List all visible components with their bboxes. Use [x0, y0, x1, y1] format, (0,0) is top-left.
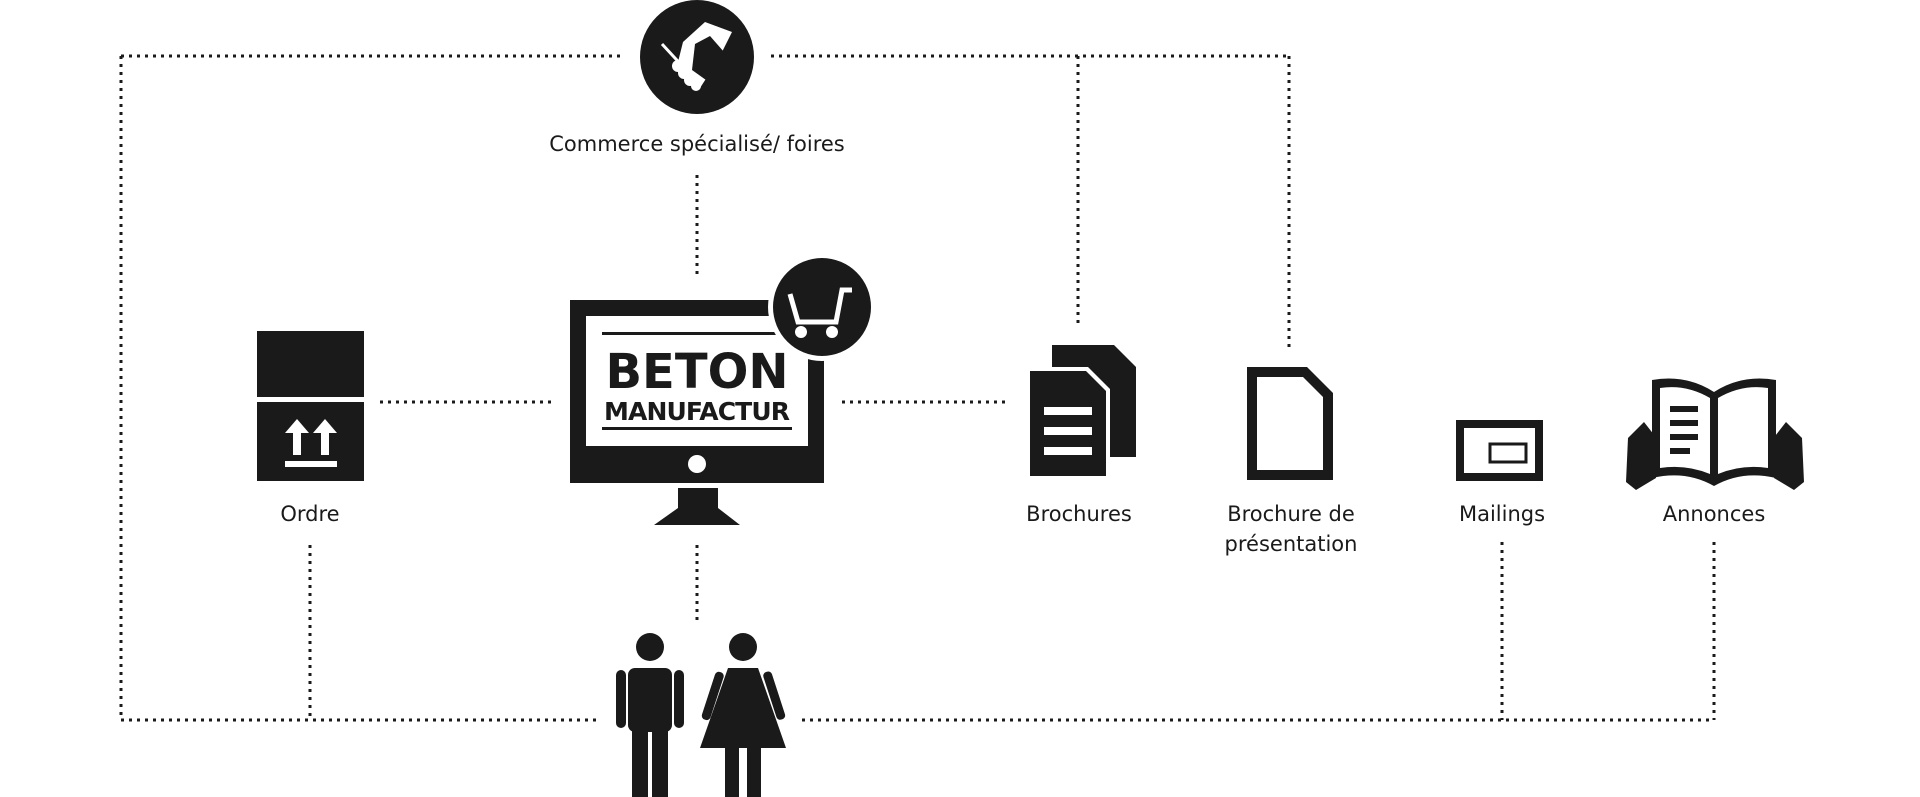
mailings-label: Mailings — [1458, 502, 1546, 526]
logo-text-line2: MANUFACTUR — [604, 397, 790, 426]
ads-label: Annonces — [1662, 502, 1766, 526]
presentation-label-line2: présentation — [1224, 532, 1358, 556]
brochures-label: Brochures — [1026, 502, 1132, 526]
documents-icon — [1026, 345, 1136, 480]
document-icon — [1247, 367, 1333, 480]
presentation-label-line1: Brochure de — [1227, 502, 1355, 526]
computer-shopping-cart-icon: BETON MANUFACTUR — [570, 253, 876, 525]
handshake-icon — [640, 0, 754, 114]
envelope-icon — [1456, 420, 1543, 481]
order-label: Ordre — [280, 502, 340, 526]
trade-label: Commerce spécialisé/ foires — [549, 132, 845, 156]
magazine-icon — [1626, 378, 1804, 490]
package-box-icon — [257, 331, 364, 481]
logo-text-line1: BETON — [605, 344, 788, 400]
people-icon — [616, 633, 786, 797]
